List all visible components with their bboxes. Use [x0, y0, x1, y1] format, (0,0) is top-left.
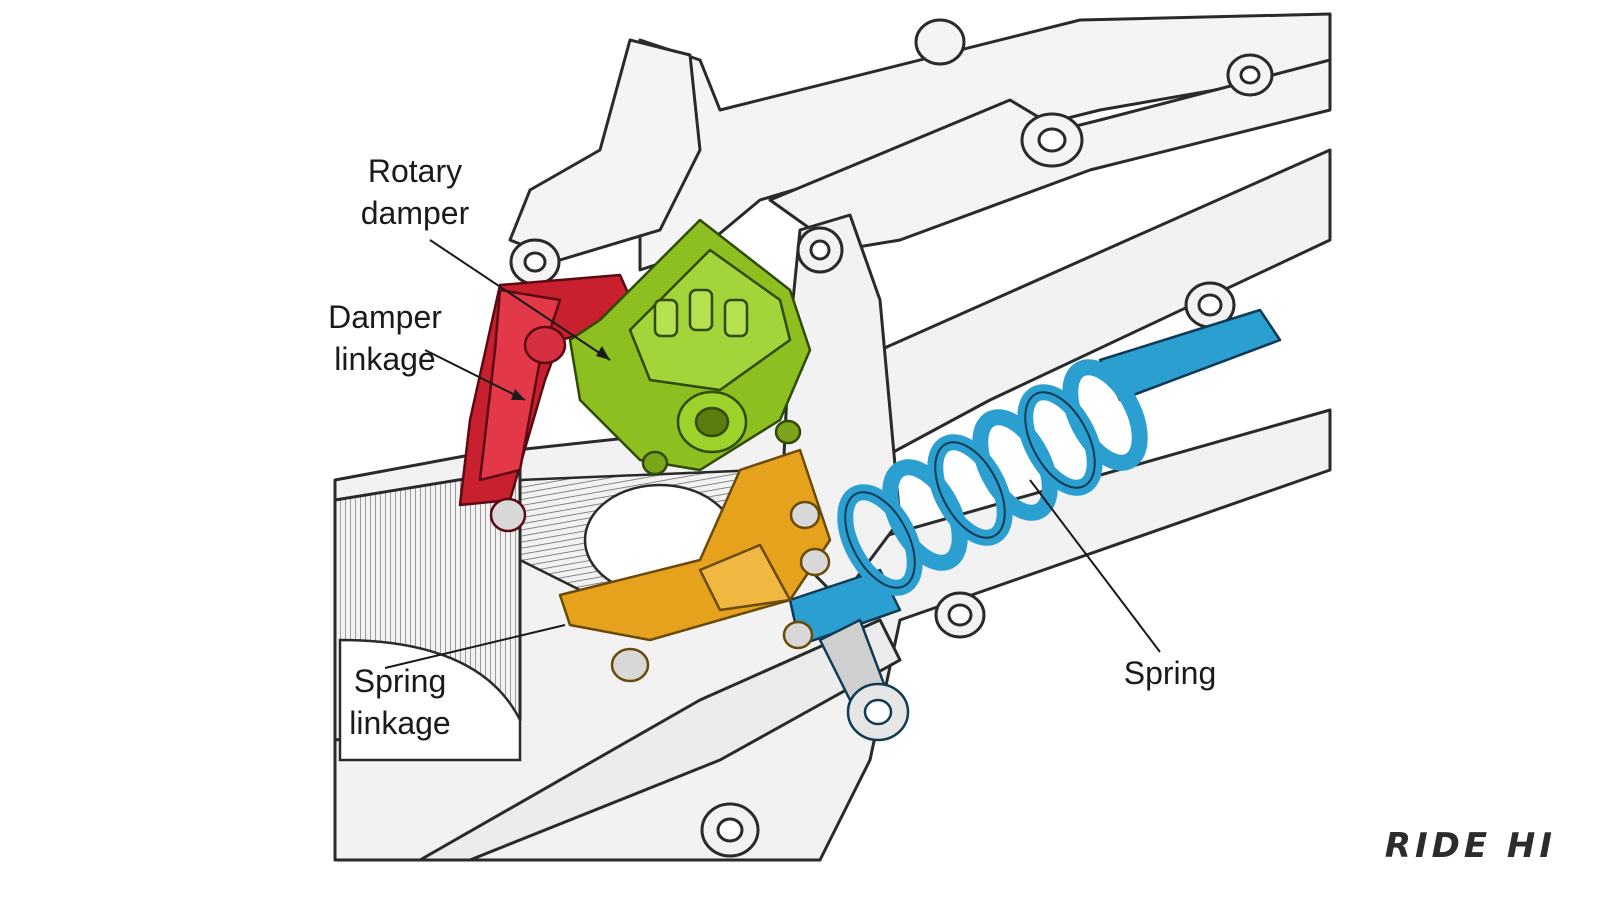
arrowhead-rotary	[596, 346, 610, 360]
label-damper-linkage-line-2: linkage	[334, 341, 436, 377]
label-spring-text: Spring	[1123, 655, 1217, 691]
label-rotary-damper: Rotary damper	[345, 150, 485, 234]
leader-spring	[1029, 479, 1161, 653]
label-damper-linkage: Damper linkage	[300, 296, 470, 380]
spring-linkage-part	[558, 448, 832, 683]
spring-unit	[788, 308, 1282, 742]
leader-damper-linkage	[424, 349, 526, 401]
rotary-damper-part	[568, 218, 812, 476]
label-spring-linkage-line-1: Spring	[353, 663, 447, 699]
label-rotary-damper-line-2: damper	[360, 195, 470, 231]
leader-spring-linkage	[384, 624, 566, 669]
leader-rotary-damper	[429, 239, 611, 361]
leader-lines	[384, 239, 1161, 669]
label-spring-linkage-line-2: linkage	[349, 705, 451, 741]
arrowhead-damper-linkage	[511, 389, 525, 400]
leader-arrowheads	[511, 346, 610, 400]
upper-frame	[508, 12, 1332, 286]
label-spring: Spring	[1110, 652, 1230, 694]
label-spring-linkage: Spring linkage	[325, 660, 475, 744]
label-rotary-damper-line-1: Rotary	[367, 153, 463, 189]
watermark-logo: RIDE HI	[1384, 826, 1556, 866]
label-damper-linkage-line-1: Damper	[328, 299, 442, 335]
